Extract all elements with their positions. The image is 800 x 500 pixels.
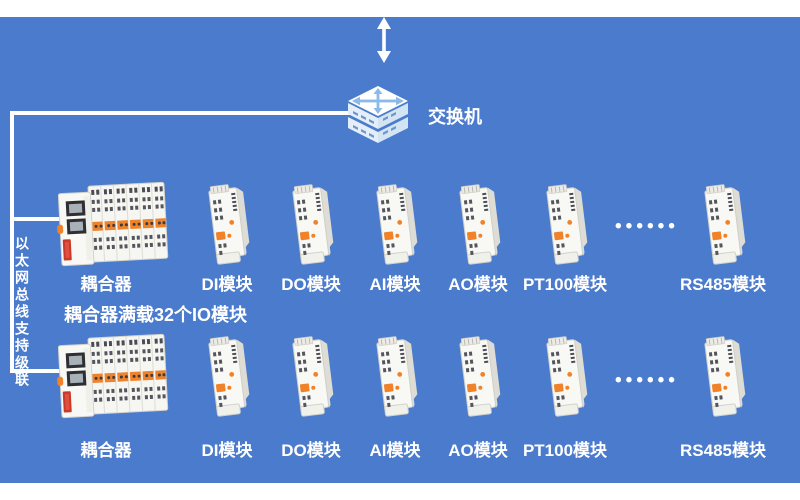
ellipsis-dots: •••••• [615,216,679,237]
coupler-label: 耦合器 [80,441,132,460]
ethernet-bus-line-to-coupler-2 [10,369,88,373]
module-label: RS485模块 [680,441,766,460]
switch-label: 交换机 [428,107,482,127]
bottom-margin-strip [0,483,800,500]
module-label: AI模块 [369,275,421,294]
io-module-icon-ao [452,183,504,267]
module-label: DO模块 [281,441,341,460]
module-label: PT100模块 [522,441,608,460]
module-label: PT100模块 [522,275,608,294]
module-label: DI模块 [201,275,253,294]
io-module-icon-di [201,183,253,267]
module-label: DO模块 [281,275,341,294]
io-module-icon-ai [369,183,421,267]
ethernet-bus-vertical-line [10,111,14,373]
up-down-arrow-icon [376,17,392,63]
top-margin-strip [0,0,800,17]
capacity-caption: 耦合器满载32个IO模块 [64,305,248,325]
io-module-icon-rs485 [697,335,749,419]
io-module-icon-pt100 [539,335,591,419]
module-label: AI模块 [369,441,421,460]
bus-cascade-label: 以太网总线支持级联 [14,236,30,389]
io-module-icon-ai [369,335,421,419]
module-label: RS485模块 [680,275,766,294]
ethernet-bus-line-to-coupler-1 [10,217,90,221]
io-module-icon-do [285,183,337,267]
coupler-label: 耦合器 [80,275,132,294]
io-module-icon-pt100 [539,183,591,267]
module-label: AO模块 [448,275,508,294]
io-module-icon-rs485 [697,183,749,267]
coupler-icon [54,333,170,421]
io-module-icon-do [285,335,337,419]
ellipsis-dots: •••••• [615,370,679,391]
coupler-icon [54,181,170,269]
ethernet-bus-line-to-switch [10,111,352,115]
io-module-icon-di [201,335,253,419]
io-module-icon-ao [452,335,504,419]
module-label: AO模块 [448,441,508,460]
module-label: DI模块 [201,441,253,460]
switch-icon [346,84,410,150]
